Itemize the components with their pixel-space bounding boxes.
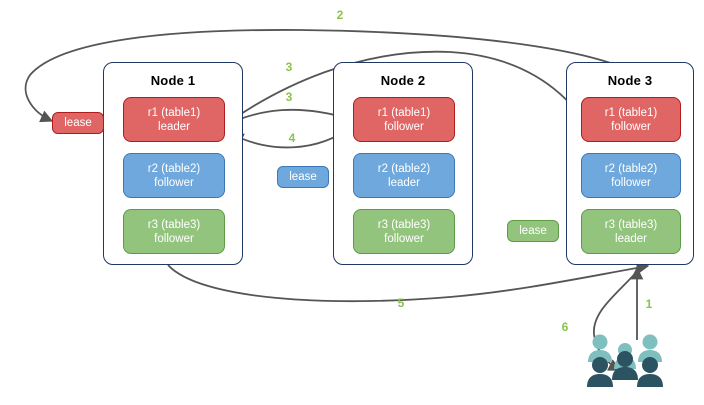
replica-node1-r2[interactable]: r2 (table2) follower — [123, 153, 225, 198]
replica-name: r1 (table1) — [147, 106, 201, 119]
replica-name: r1 (table1) — [604, 106, 658, 119]
replica-role: leader — [158, 120, 190, 133]
replica-node2-r2[interactable]: r2 (table2) leader — [353, 153, 455, 198]
replica-node3-r1[interactable]: r1 (table1) follower — [581, 97, 681, 142]
edge-label-2: 2 — [336, 8, 344, 22]
replica-name: r2 (table2) — [604, 162, 658, 175]
replica-name: r1 (table1) — [377, 106, 431, 119]
replica-role: follower — [611, 120, 651, 133]
replica-node3-r2[interactable]: r2 (table2) follower — [581, 153, 681, 198]
edge-label-4: 4 — [288, 131, 296, 145]
node-title-node2: Node 2 — [380, 73, 426, 88]
edge-label-6: 6 — [561, 320, 569, 334]
replica-node1-r1[interactable]: r1 (table1) leader — [123, 97, 225, 142]
replica-role: leader — [388, 176, 420, 189]
node-container-node1[interactable]: Node 1 r1 (table1) leader r2 (table2) fo… — [103, 62, 243, 265]
replica-node3-r3[interactable]: r3 (table3) leader — [581, 209, 681, 254]
replica-role: follower — [154, 176, 194, 189]
users-icon — [587, 334, 663, 387]
replica-name: r3 (table3) — [604, 218, 658, 231]
edge-label-5: 5 — [397, 296, 405, 310]
replica-node2-r1[interactable]: r1 (table1) follower — [353, 97, 455, 142]
lease-badge-table2[interactable]: lease — [277, 166, 329, 188]
replica-name: r3 (table3) — [147, 218, 201, 231]
replica-name: r2 (table2) — [377, 162, 431, 175]
replica-node1-r3[interactable]: r3 (table3) follower — [123, 209, 225, 254]
replica-role: follower — [154, 232, 194, 245]
edge-2-path — [24, 29, 661, 123]
node-title-node3: Node 3 — [607, 73, 653, 88]
node-container-node3[interactable]: Node 3 r1 (table1) follower r2 (table2) … — [566, 62, 694, 265]
replica-name: r2 (table2) — [147, 162, 201, 175]
lease-badge-table3[interactable]: lease — [507, 220, 559, 242]
replica-role: follower — [611, 176, 651, 189]
replica-name: r3 (table3) — [377, 218, 431, 231]
replica-role: follower — [384, 232, 424, 245]
lease-badge-table1[interactable]: lease — [52, 112, 104, 134]
edge-label-3a: 3 — [285, 60, 293, 74]
replica-role: leader — [615, 232, 647, 245]
node-container-node2[interactable]: Node 2 r1 (table1) follower r2 (table2) … — [333, 62, 473, 265]
edge-5-path — [167, 261, 650, 303]
replica-role: follower — [384, 120, 424, 133]
edge-label-3b: 3 — [285, 90, 293, 104]
replica-node2-r3[interactable]: r3 (table3) follower — [353, 209, 455, 254]
node-title-node1: Node 1 — [150, 73, 196, 88]
edge-3a-path — [225, 50, 583, 125]
edge-label-1: 1 — [645, 297, 653, 311]
